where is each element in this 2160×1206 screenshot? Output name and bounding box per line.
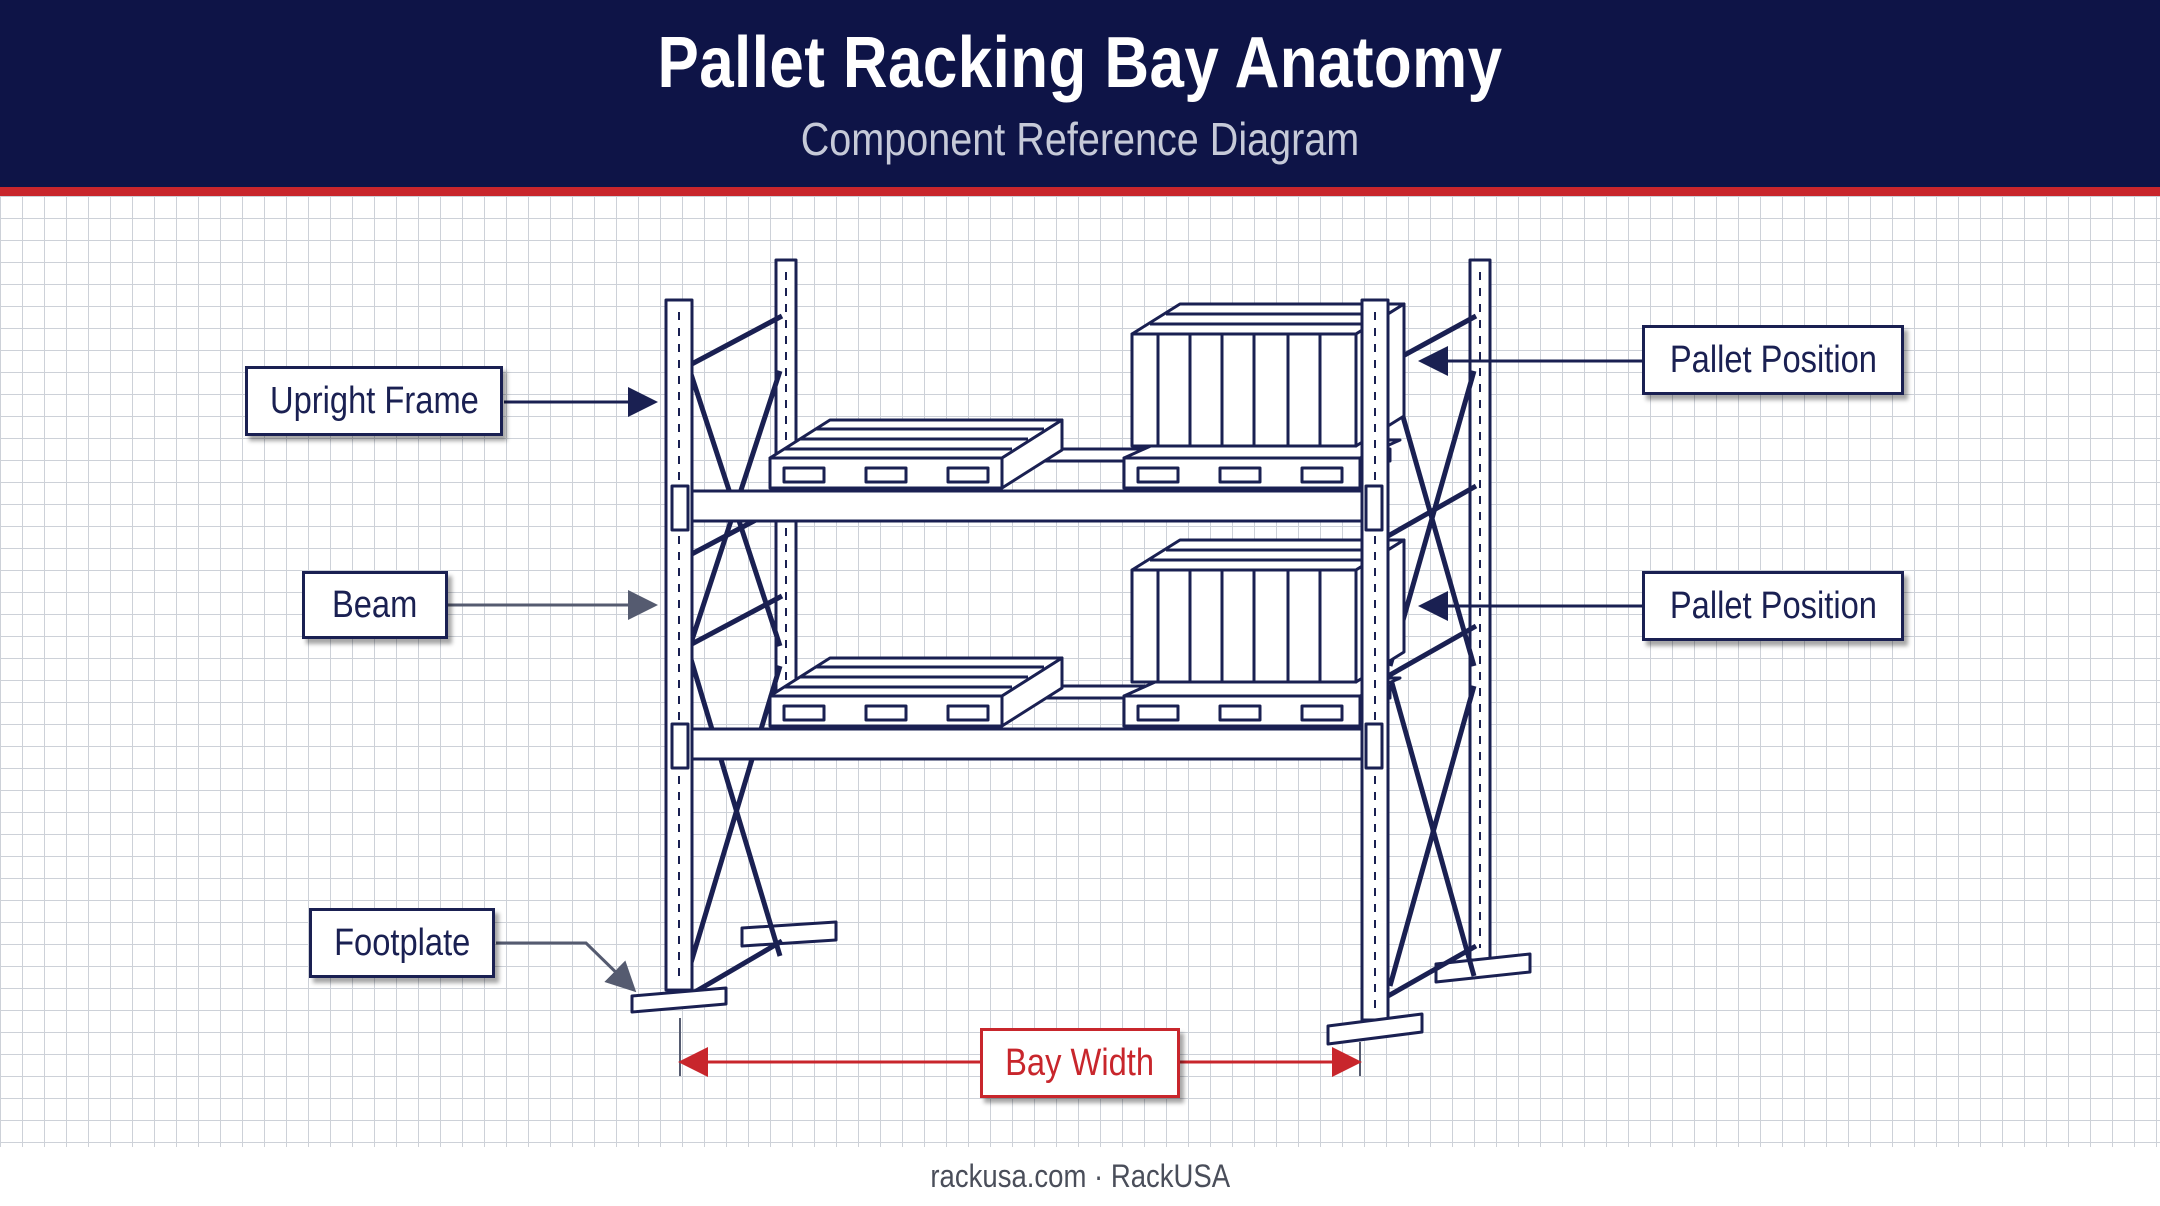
front-beam-lower xyxy=(686,727,1372,761)
left-frame-bracing xyxy=(686,313,784,999)
bay-width-label: Bay Width xyxy=(980,1028,1180,1098)
lower-left-pallet xyxy=(768,656,1064,728)
lower-right-pallet-crate xyxy=(1122,538,1406,728)
footplate-label: Footplate xyxy=(309,908,495,978)
page-title: Pallet Racking Bay Anatomy xyxy=(657,23,1503,103)
pallet-position-bottom-label: Pallet Position xyxy=(1642,571,1904,641)
footer-text: rackusa.com · RackUSA xyxy=(930,1158,1230,1194)
header-banner: Pallet Racking Bay Anatomy Component Ref… xyxy=(0,0,2160,196)
left-back-upright xyxy=(740,258,838,948)
page-subtitle: Component Reference Diagram xyxy=(800,113,1360,165)
upright-frame-label: Upright Frame xyxy=(245,366,503,436)
upper-left-pallet xyxy=(768,418,1064,490)
beam-label: Beam xyxy=(302,571,448,639)
right-back-upright xyxy=(1434,258,1532,984)
left-front-upright xyxy=(630,298,728,1014)
upper-right-pallet-crate xyxy=(1122,302,1406,490)
right-front-footplate xyxy=(1326,1012,1424,1046)
pallet-position-top-label: Pallet Position xyxy=(1642,325,1904,395)
footer-credit: rackusa.com · RackUSA xyxy=(0,1147,2160,1206)
right-front-upright xyxy=(1326,298,1424,1046)
left-front-footplate xyxy=(630,986,728,1014)
racking-diagram xyxy=(448,258,1642,1077)
grid-canvas: Upright Frame Beam Footplate Pallet Posi… xyxy=(0,196,2160,1147)
footplate-leader xyxy=(496,941,637,993)
front-beam-upper xyxy=(686,489,1372,523)
